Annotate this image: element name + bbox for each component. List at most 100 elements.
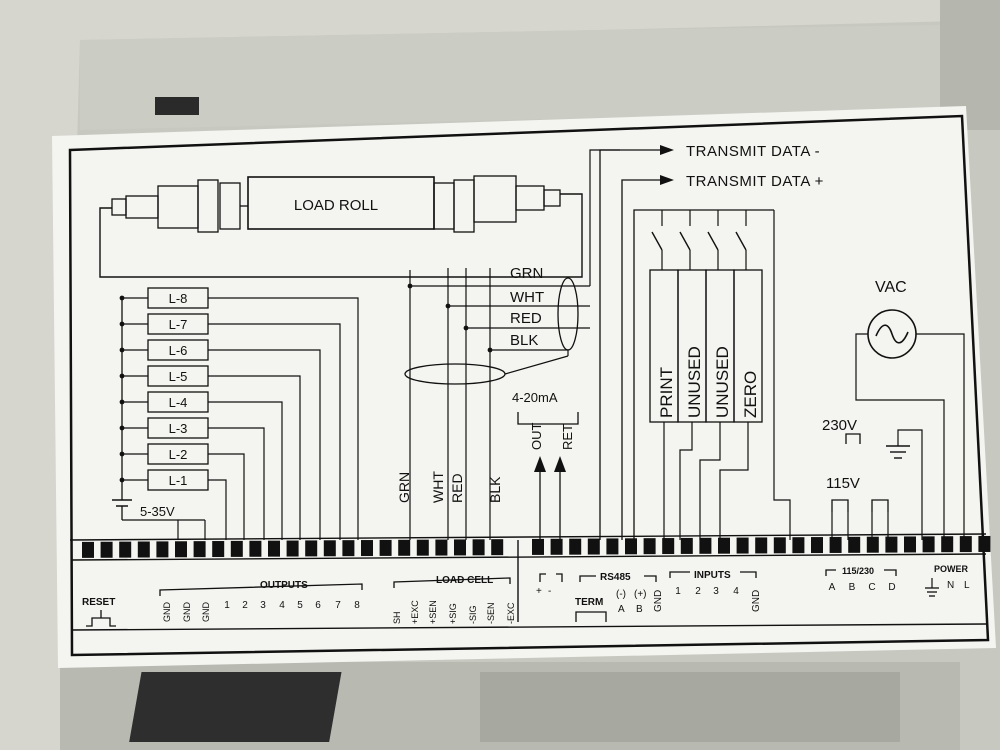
- bottom-labels: RESET OUTPUTS LOAD CELL RS485 TERM (-) (…: [71, 564, 987, 631]
- input-pin-1: 1: [675, 586, 681, 597]
- terminal-screw[interactable]: [922, 536, 935, 553]
- terminal-screw[interactable]: [550, 538, 563, 555]
- terminal-screw[interactable]: [606, 538, 619, 555]
- voltage-pin-D: D: [888, 582, 895, 593]
- loadcell-pin: +SIG: [448, 603, 458, 624]
- switch-icon: [735, 210, 747, 270]
- terminal-screw[interactable]: [643, 538, 656, 555]
- transmit-plus-label: TRANSMIT DATA +: [686, 173, 824, 190]
- terminal-screw[interactable]: [885, 536, 898, 553]
- terminal-screw[interactable]: [193, 541, 206, 558]
- terminal-screw[interactable]: [286, 540, 299, 557]
- terminal-screw[interactable]: [268, 540, 280, 557]
- relay-outputs: 5-35V L-8L-7L-6L-5L-4L-3L-2L-1: [112, 287, 359, 540]
- output-pin-gnd: GND: [201, 602, 211, 623]
- terminal-screw[interactable]: [137, 541, 150, 558]
- power-section: VAC 230V 115V: [822, 279, 965, 540]
- terminal-screw[interactable]: [100, 541, 113, 558]
- terminal-screw[interactable]: [829, 536, 842, 553]
- terminal-screw[interactable]: [532, 538, 544, 555]
- relay-label: L-8: [169, 291, 188, 306]
- power-pin-l: L: [964, 580, 970, 591]
- terminal-screw[interactable]: [866, 536, 879, 553]
- terminal-screw[interactable]: [718, 537, 730, 554]
- terminal-screw[interactable]: [569, 538, 582, 555]
- terminal-screw[interactable]: [736, 537, 749, 554]
- cell-grn-label: GRN: [396, 472, 412, 503]
- terminal-screw[interactable]: [491, 539, 504, 556]
- power-title: POWER: [934, 564, 969, 574]
- output-pin-2: 2: [242, 600, 248, 611]
- terminal-screw[interactable]: [249, 540, 262, 557]
- switch-icon: [707, 210, 719, 270]
- voltage-title: 115/230: [842, 566, 874, 576]
- input-switches: PRINT UNUSED UNUSED ZERO: [633, 209, 791, 540]
- input-unused-1-label: UNUSED: [685, 346, 704, 418]
- terminal-screw[interactable]: [978, 535, 991, 552]
- terminal-screw[interactable]: [811, 537, 823, 554]
- terminal-screw[interactable]: [156, 541, 169, 558]
- terminal-screw[interactable]: [230, 540, 243, 557]
- terminal-screw[interactable]: [416, 539, 429, 556]
- loadcell-pin: SH: [392, 611, 402, 624]
- relay-label: L-5: [169, 369, 188, 384]
- vent-slot: [129, 672, 342, 742]
- output-pin-gnd: GND: [162, 602, 172, 623]
- terminal-screw[interactable]: [680, 537, 693, 554]
- output-pin-4: 4: [279, 600, 285, 611]
- terminal-screw[interactable]: [435, 539, 448, 556]
- loadcell-title: LOAD CELL: [436, 575, 493, 586]
- input-print-label: PRINT: [657, 367, 676, 418]
- terminal-screw[interactable]: [82, 541, 94, 558]
- analog-label: 4-20mA: [512, 390, 558, 405]
- terminal-screw[interactable]: [175, 541, 187, 558]
- output-pin-8: 8: [354, 600, 360, 611]
- relay-label: L-7: [169, 317, 188, 332]
- terminal-screw[interactable]: [379, 539, 392, 556]
- input-pin-4: 4: [733, 586, 739, 597]
- left-load-cell-icon: [111, 179, 248, 233]
- voltage-pin-A: A: [829, 582, 836, 593]
- terminal-screw[interactable]: [587, 538, 600, 555]
- terminal-screw[interactable]: [941, 536, 954, 553]
- output-pin-5: 5: [297, 600, 303, 611]
- relay-label: L-4: [169, 395, 188, 410]
- terminal-screw[interactable]: [662, 538, 675, 555]
- load-cell-cable: [99, 193, 583, 278]
- terminal-screw[interactable]: [848, 536, 861, 553]
- relay-label: L-6: [169, 343, 188, 358]
- cell-wht-label: WHT: [430, 471, 446, 503]
- terminal-screw[interactable]: [959, 536, 972, 553]
- terminal-screw[interactable]: [773, 537, 786, 554]
- terminal-screw[interactable]: [361, 540, 373, 557]
- loadcell-pin: -EXC: [506, 602, 516, 624]
- terminal-screw[interactable]: [342, 540, 355, 557]
- rs485-pin-a: A: [618, 604, 625, 615]
- input-zero-label: ZERO: [741, 371, 760, 418]
- reset-button-icon: [86, 610, 116, 627]
- terminal-screw[interactable]: [212, 541, 225, 558]
- terminal-screw[interactable]: [625, 538, 637, 555]
- loadcell-pin: +SEN: [428, 600, 438, 624]
- terminal-screw[interactable]: [755, 537, 768, 554]
- arrow-right-icon: [660, 145, 674, 155]
- terminal-screw[interactable]: [454, 539, 466, 556]
- terminal-screw[interactable]: [904, 536, 916, 553]
- rs485-pin-b: B: [636, 604, 643, 615]
- vent-grille: [480, 672, 900, 742]
- rs485-title: RS485: [600, 572, 631, 583]
- terminal-screw[interactable]: [472, 539, 485, 556]
- input-pin-3: 3: [713, 586, 719, 597]
- relay-label: L-3: [169, 421, 188, 436]
- output-pin-1: 1: [224, 600, 230, 611]
- terminal-screw[interactable]: [305, 540, 318, 557]
- loadcell-pin: -SEN: [486, 602, 496, 624]
- terminal-screw[interactable]: [398, 539, 411, 556]
- terminal-screw[interactable]: [699, 537, 712, 554]
- cell-red-label: RED: [449, 473, 465, 503]
- terminal-screw[interactable]: [119, 541, 132, 558]
- terminal-screw[interactable]: [323, 540, 336, 557]
- terminal-screw[interactable]: [792, 537, 805, 554]
- rs485-pos: (+): [634, 589, 647, 600]
